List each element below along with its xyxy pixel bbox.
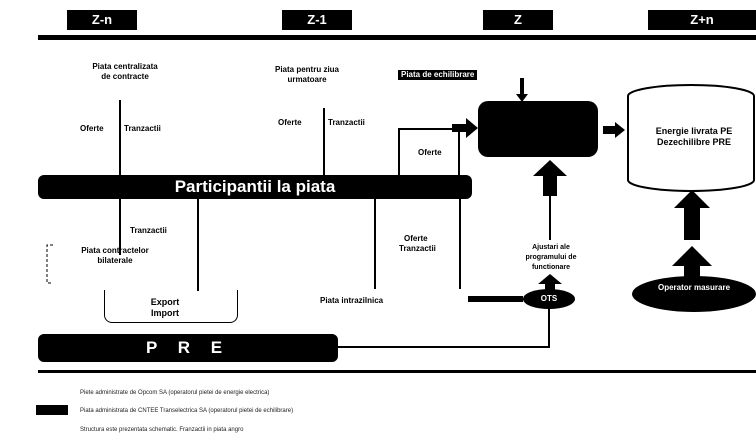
dashed-bracket-icon xyxy=(46,244,53,284)
pre-bar: P R E xyxy=(38,334,338,362)
adjustments-label: Ajustari ale programului de functionare xyxy=(525,244,577,271)
energy-delivered-label: Energie livrata PE xyxy=(655,126,733,136)
connector-line xyxy=(374,199,376,289)
flow-label-oferte: Oferte xyxy=(404,234,428,243)
centralized-market-label: Piata centralizata de contracte xyxy=(92,62,158,81)
export-import-box xyxy=(104,290,238,323)
timeline-axis xyxy=(38,35,756,40)
flow-label-tranzactii: Tranzactii xyxy=(328,118,365,127)
imbalance-label: Dezechilibre PRE xyxy=(656,137,732,147)
timeline-label-z: Z xyxy=(483,10,553,30)
flow-label-tranzactii: Tranzactii xyxy=(399,244,436,253)
connector-line xyxy=(398,128,458,130)
black-central-box xyxy=(478,101,598,157)
balancing-market-label: Piata de echilibrare xyxy=(398,70,478,80)
ots-ellipse: OTS xyxy=(523,289,575,309)
separator-line xyxy=(38,370,756,373)
arrow-down-icon xyxy=(516,78,528,102)
metering-operator-ellipse: Operator masurare xyxy=(632,276,756,312)
flow-label-oferte: Oferte xyxy=(80,124,104,133)
connector-line xyxy=(458,128,460,175)
connector-line xyxy=(548,309,550,347)
connector-line xyxy=(197,199,199,291)
connector-line xyxy=(119,100,121,175)
export-label: Export xyxy=(150,297,180,307)
arrow-right-icon xyxy=(452,118,478,138)
flow-label-tranzactii: Tranzactii xyxy=(124,124,161,133)
connector-line xyxy=(459,199,461,289)
legend-item-structure-note: Structura este prezentata schematic. Fra… xyxy=(80,427,244,433)
day-ahead-market-label: Piata pentru ziua urmatoare xyxy=(274,65,339,84)
connector-line xyxy=(468,296,523,302)
connector-line xyxy=(398,128,400,175)
connector-line xyxy=(323,108,325,175)
flow-label-tranzactii: Tranzactii xyxy=(130,226,167,235)
bilateral-market-label: Piata contractelor bilaterale xyxy=(81,246,149,265)
market-participants-bar: Participantii la piata xyxy=(38,175,472,199)
arrow-right-icon xyxy=(603,122,625,138)
timeline-label-z-n: Z-n xyxy=(67,10,137,30)
intraday-market-label: Piata intrazilnica xyxy=(320,296,384,305)
flow-label-oferte: Oferte xyxy=(418,148,442,157)
legend-item-opcom: Piete administrate de Opcom SA (operator… xyxy=(80,390,270,396)
connector-line xyxy=(119,199,121,255)
connector-line xyxy=(338,346,550,348)
flow-label-oferte: Oferte xyxy=(278,118,302,127)
arrow-up-icon xyxy=(672,246,712,290)
import-label: Import xyxy=(151,308,179,318)
legend-swatch-transelectrica xyxy=(36,405,68,415)
connector-line xyxy=(549,196,551,240)
arrow-up-icon xyxy=(674,190,710,240)
timeline-label-z-1: Z-1 xyxy=(282,10,352,30)
timeline-label-z-plus-n: Z+n xyxy=(648,10,756,30)
arrow-up-icon xyxy=(533,160,567,196)
legend-item-transelectrica: Piata administrata de CNTEE Transelectri… xyxy=(80,408,294,414)
arrow-up-icon xyxy=(538,274,562,294)
